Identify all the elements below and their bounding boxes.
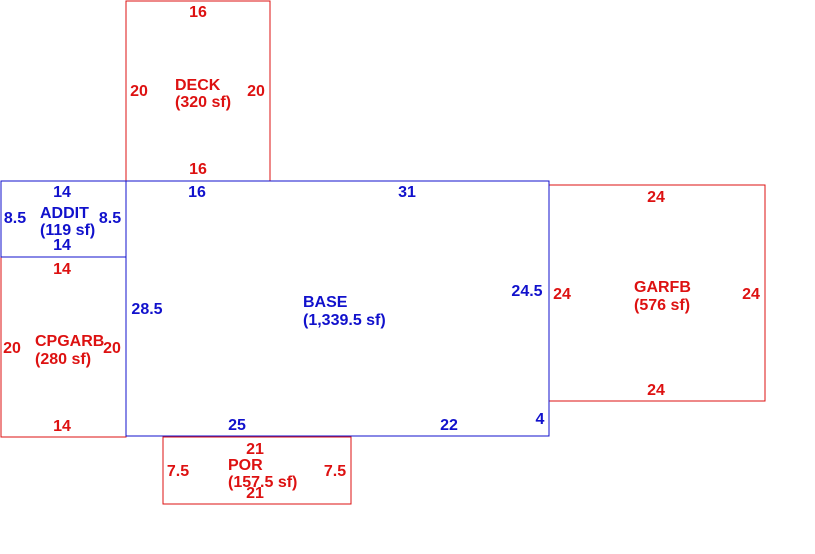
cpgarb-dim-bottom: 14 [53,418,71,435]
cpgarb-dim-left: 20 [3,340,21,357]
base-dim-top-left: 16 [188,184,206,201]
addit-name: ADDIT [40,205,89,222]
addit-area: (119 sf) [40,222,95,239]
base-outline[interactable] [125,180,550,437]
garfb-dim-right: 24 [742,286,760,303]
garfb-dim-bottom: 24 [647,382,665,399]
deck-name: DECK [175,77,221,94]
deck-dim-right: 20 [247,83,265,100]
cpgarb-dim-top: 14 [53,261,71,278]
por-area: (157.5 sf) [228,474,297,491]
por-dim-right: 7.5 [324,463,346,480]
cpgarb-name: CPGARB [35,333,104,350]
garfb-area: (576 sf) [634,297,690,314]
base-area: (1,339.5 sf) [303,312,386,329]
base-dim-left: 28.5 [131,301,162,318]
por-outline[interactable] [162,436,352,505]
base-dim-notch: 4 [536,411,545,428]
por-dim-left: 7.5 [167,463,189,480]
cpgarb-dim-right: 20 [103,340,121,357]
base-dim-bottom-left: 25 [228,417,246,434]
addit-dim-bottom: 14 [53,237,71,254]
addit-dim-left: 8.5 [4,210,26,227]
deck-dim-top: 16 [189,4,207,21]
garfb-name: GARFB [634,279,691,296]
deck-dim-left: 20 [130,83,148,100]
por-dim-bottom: 21 [246,485,264,502]
base-name: BASE [303,294,348,311]
addit-dim-right: 8.5 [99,210,121,227]
por-name: POR [228,457,263,474]
por-dim-top: 21 [246,441,264,458]
deck-dim-bottom: 16 [189,161,207,178]
base-dim-top: 31 [398,184,416,201]
garfb-dim-left: 24 [553,286,571,303]
base-dim-bottom-right: 22 [440,417,458,434]
addit-dim-top: 14 [53,184,71,201]
deck-area: (320 sf) [175,94,231,111]
base-dim-right: 24.5 [511,283,542,300]
cpgarb-area: (280 sf) [35,351,91,368]
garfb-dim-top: 24 [647,189,665,206]
